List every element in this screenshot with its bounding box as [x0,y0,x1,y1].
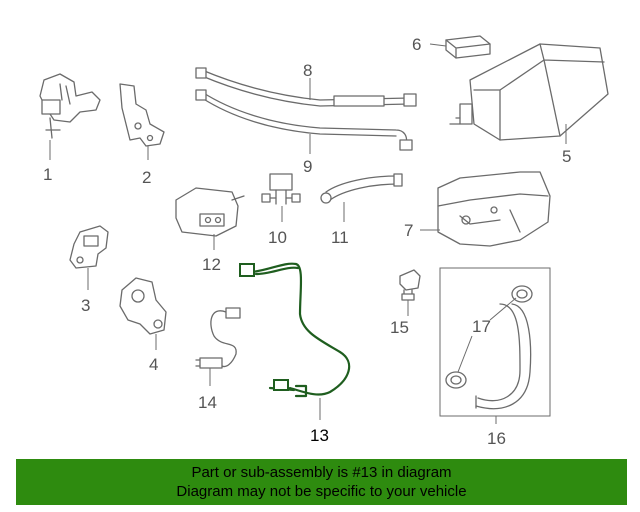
part-10-illustration[interactable] [261,173,301,205]
callout-8[interactable]: 8 [303,61,312,80]
callout-7[interactable]: 7 [404,221,413,240]
part-4-illustration[interactable] [119,277,167,335]
part-16-box [439,267,551,417]
part-2-illustration[interactable] [119,83,165,147]
part-17-illustration[interactable] [445,285,533,389]
part-13-illustration[interactable] [239,262,351,398]
callout-15[interactable]: 15 [390,318,409,337]
callout-17[interactable]: 17 [472,317,491,336]
notice-line-2: Diagram may not be specific to your vehi… [176,483,467,500]
callout-11[interactable]: 11 [331,228,349,247]
callout-16[interactable]: 16 [487,429,506,448]
notice-banner: Part or sub-assembly is #13 in diagram D… [16,459,627,505]
part-3-illustration[interactable] [69,225,109,269]
callout-12[interactable]: 12 [202,255,221,274]
callout-5[interactable]: 5 [562,147,571,166]
callout-6[interactable]: 6 [412,35,421,54]
part-8-illustration[interactable] [195,67,417,107]
part-7-illustration[interactable] [437,171,551,247]
callout-13[interactable]: 13 [310,426,329,445]
part-15-illustration[interactable] [399,269,421,301]
part-11-illustration[interactable] [320,173,403,204]
callout-14[interactable]: 14 [198,393,217,412]
part-14-illustration[interactable] [195,307,241,369]
part-5-illustration[interactable] [449,43,609,141]
callout-9[interactable]: 9 [303,157,312,176]
callout-4[interactable]: 4 [149,355,158,374]
exploded-parts-diagram: 1 2 3 4 [39,35,609,448]
part-6-illustration[interactable] [445,35,491,59]
part-12-illustration[interactable] [175,187,245,237]
callout-3[interactable]: 3 [81,296,90,315]
callout-2[interactable]: 2 [142,168,151,187]
callout-1[interactable]: 1 [43,165,52,184]
part-1-illustration[interactable] [39,73,101,139]
callout-10[interactable]: 10 [268,228,287,247]
part-16-illustration[interactable] [475,303,532,410]
notice-line-1: Part or sub-assembly is #13 in diagram [191,464,452,481]
part-9-illustration[interactable] [195,89,413,151]
